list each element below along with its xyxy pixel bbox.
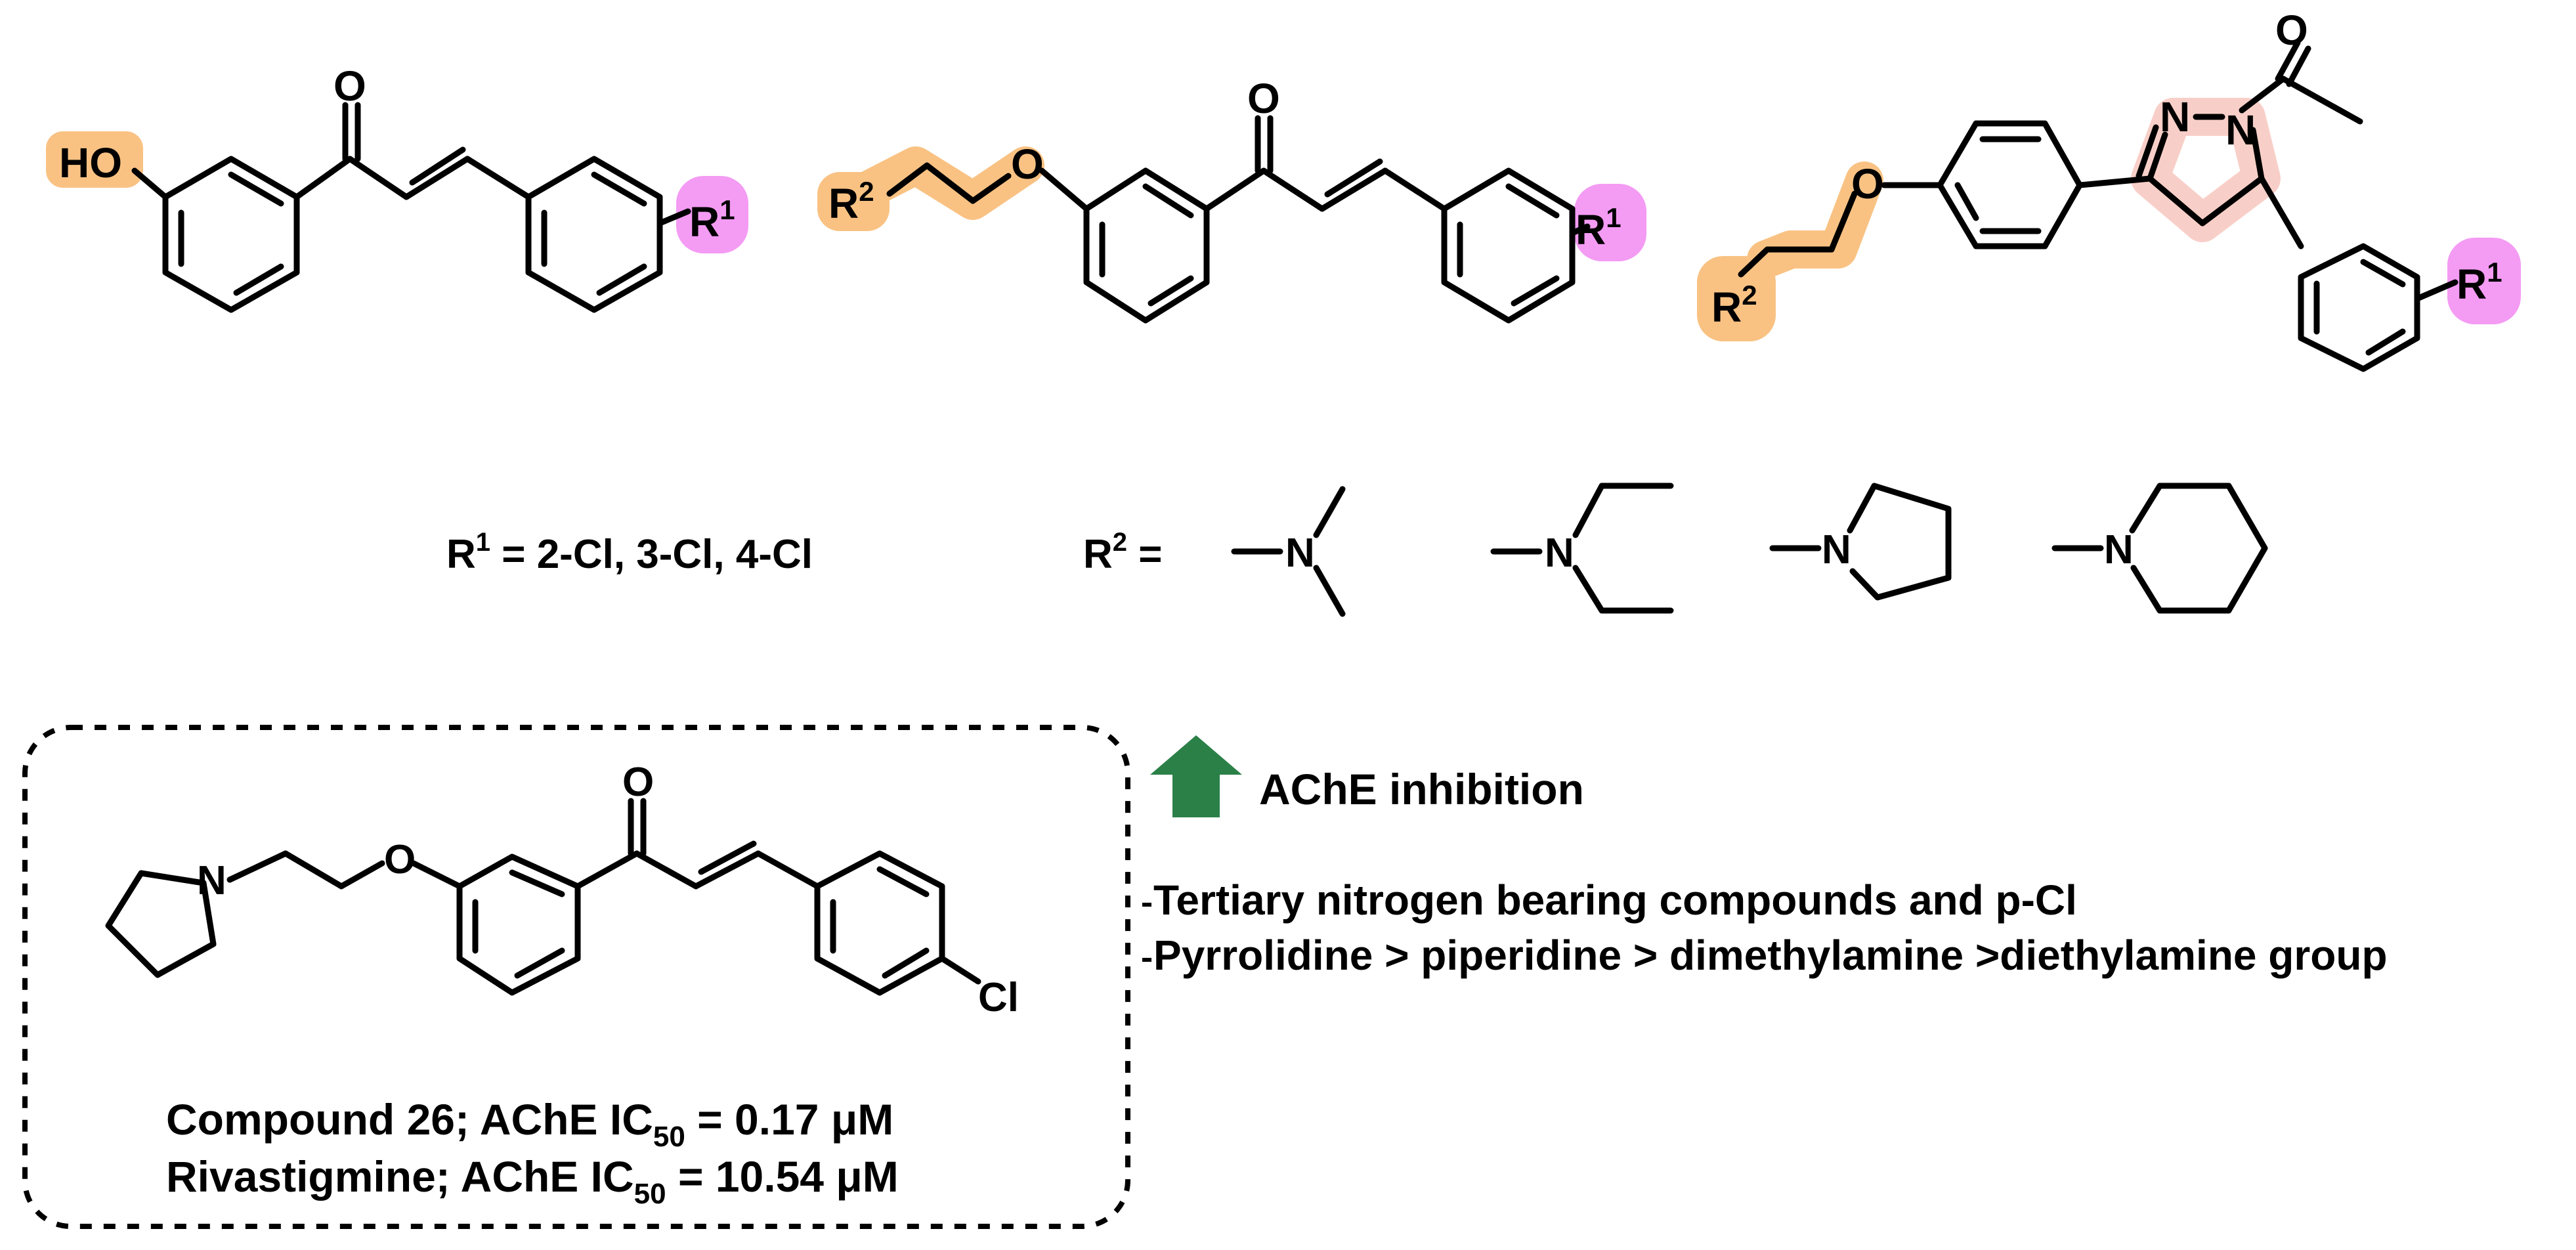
diethylamine-structure: N xyxy=(1490,483,1674,614)
piperidine-n: N xyxy=(2104,527,2134,572)
r1-pyrazoline-highlight xyxy=(2447,238,2521,324)
pyrrolidine-structure: N xyxy=(1769,483,1952,601)
compound-26-ether-oxygen: O xyxy=(384,837,416,882)
compound-26-chloro: Cl xyxy=(978,975,1019,1020)
r1-pyrazoline-label: R1 xyxy=(2457,257,2502,308)
hydroxychalcone-bonds xyxy=(131,102,691,313)
compound-26-n: N xyxy=(197,858,226,903)
pyrazoline-bonds xyxy=(1738,39,2458,372)
r1-chalcone-label: R1 xyxy=(1576,202,1621,253)
pyrazole-n2-label: N xyxy=(2160,93,2190,140)
compound-26-carbonyl-oxygen: O xyxy=(622,760,654,805)
compound-26-activity: Compound 26; AChE IC50 = 0.17 μM xyxy=(166,1095,893,1153)
pyrrolidine-n: N xyxy=(1822,527,1851,572)
r1-chalcone-highlight xyxy=(1574,184,1646,261)
dimethylamine-n: N xyxy=(1285,530,1315,576)
compound-26-bonds xyxy=(105,798,981,996)
structure-pyrazoline: O R2 N N O R1 xyxy=(1697,7,2521,372)
rivastigmine-activity: Rivastigmine; AChE IC50 = 10.54 μM xyxy=(166,1152,899,1210)
sar-point-2: Pyrrolidine > piperidine > dimethylamine… xyxy=(1153,932,2388,979)
structure-hydroxychalcone: HO O R1 xyxy=(46,62,748,313)
lead-compound-box: N O O Cl Compound 26; AChE IC50 = 0.17 μ… xyxy=(22,725,1130,1229)
r2-pyrazoline-highlight xyxy=(1697,256,1776,341)
r2-chalcone-highlight xyxy=(817,172,890,231)
r2-pyrazoline-label: R2 xyxy=(1711,280,1757,331)
structure-aminoalkoxy-chalcone: R2 O O R1 xyxy=(817,75,1646,324)
acetyl-oxygen-label: O xyxy=(2275,7,2308,54)
dashed-frame xyxy=(22,725,1130,1229)
up-arrow-icon xyxy=(1150,735,1242,817)
aminoalkoxy-chalcone-bonds xyxy=(886,115,1591,324)
r2-definition: R2 = xyxy=(1083,528,1162,577)
piperidine-structure: N xyxy=(2051,483,2268,614)
pyrazoline-ether-oxygen-label: O xyxy=(1851,160,1884,207)
substituent-definitions: R1 = 2-Cl, 3-Cl, 4-Cl R2 = N N xyxy=(446,483,2268,617)
carbonyl-oxygen-label: O xyxy=(333,62,366,110)
pyrazole-n1-label: N xyxy=(2225,106,2256,154)
diethylamine-n: N xyxy=(1545,530,1574,576)
hydroxyl-label: HO xyxy=(59,139,122,186)
hydroxyl-highlight xyxy=(46,131,143,188)
ether-oxygen-label: O xyxy=(1011,140,1044,188)
r1-label: R1 xyxy=(689,194,735,246)
r1-definition: R1 = 2-Cl, 3-Cl, 4-Cl xyxy=(446,528,813,577)
sar-point-1: Tertiary nitrogen bearing compounds and … xyxy=(1153,876,2077,924)
r1-highlight xyxy=(676,176,748,253)
dimethylamine-structure: N xyxy=(1231,486,1346,617)
sar-summary: AChE inhibition Tertiary nitrogen bearin… xyxy=(1142,735,2388,979)
chalcone-carbonyl-oxygen-label: O xyxy=(1247,75,1280,122)
r2-chalcone-label: R2 xyxy=(828,176,874,227)
ache-inhibition-title: AChE inhibition xyxy=(1259,765,1584,813)
